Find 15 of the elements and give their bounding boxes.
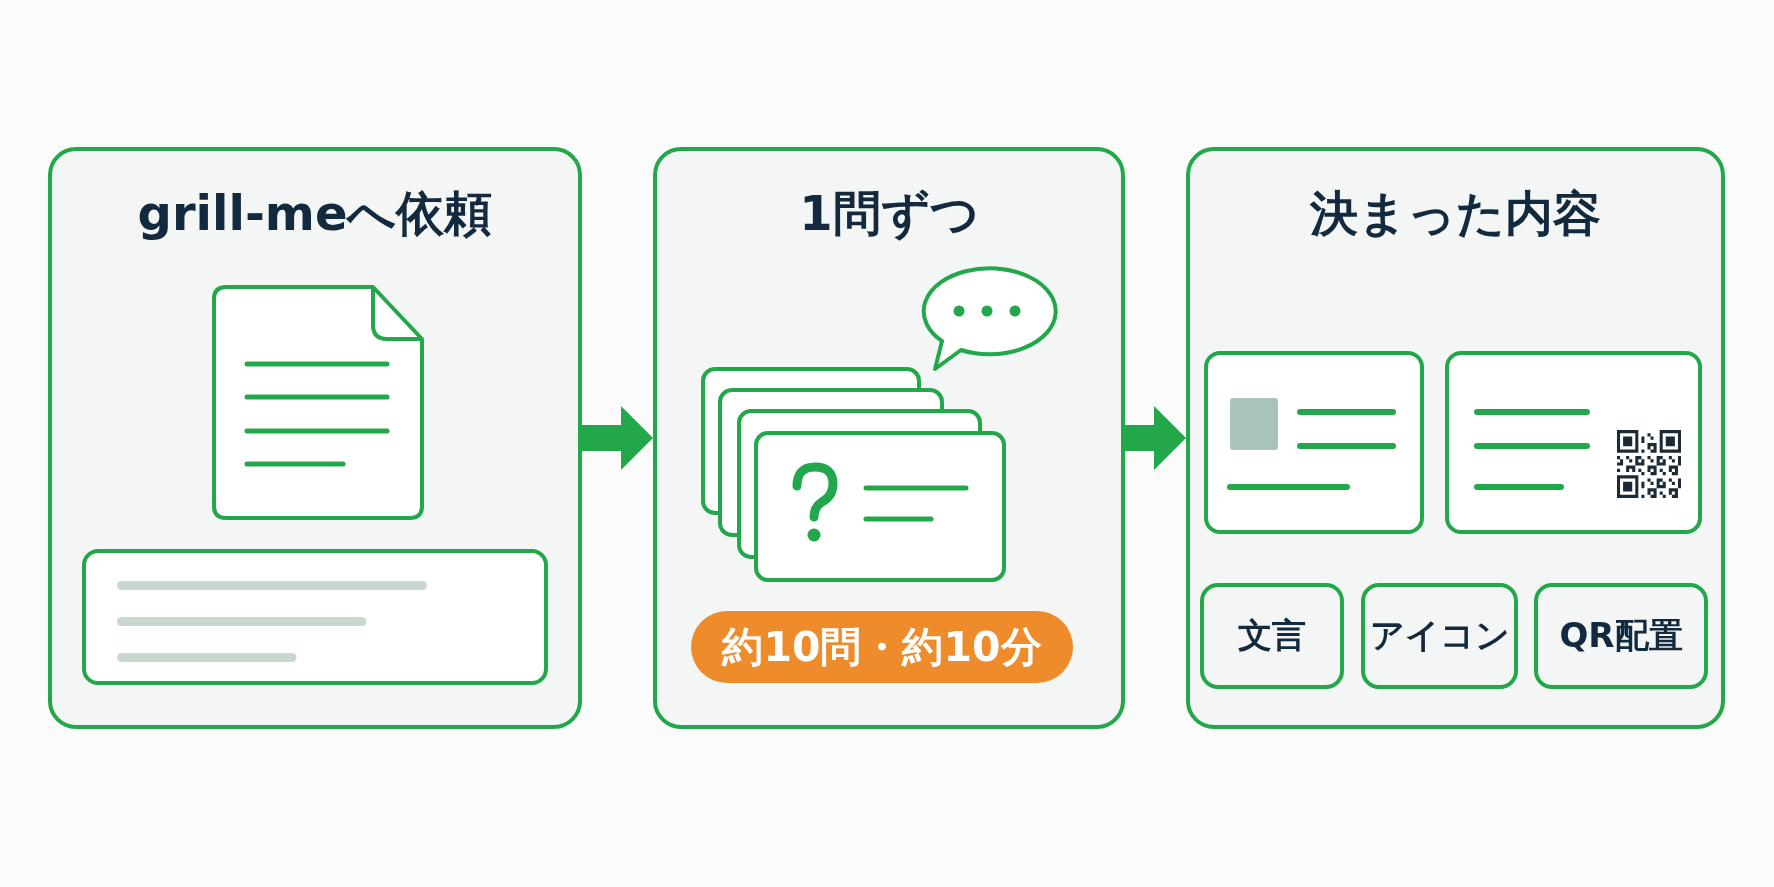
arrow	[582, 406, 653, 470]
step-panel	[48, 147, 582, 729]
label-box: 文言	[1200, 583, 1344, 689]
prompt-box	[82, 549, 548, 685]
time-badge: 約10問・約10分	[691, 611, 1073, 683]
arrow	[1125, 406, 1186, 470]
card-box	[1204, 351, 1424, 534]
step-heading: 1問ずつ	[799, 185, 979, 243]
step-heading: grill-meへ依頼	[137, 185, 493, 243]
label-box: アイコン	[1361, 583, 1518, 689]
step-heading: 決まった内容	[1310, 185, 1601, 243]
card-box	[1445, 351, 1702, 534]
step-panel	[653, 147, 1125, 729]
label-box: QR配置	[1534, 583, 1708, 689]
step-panel	[1186, 147, 1725, 729]
